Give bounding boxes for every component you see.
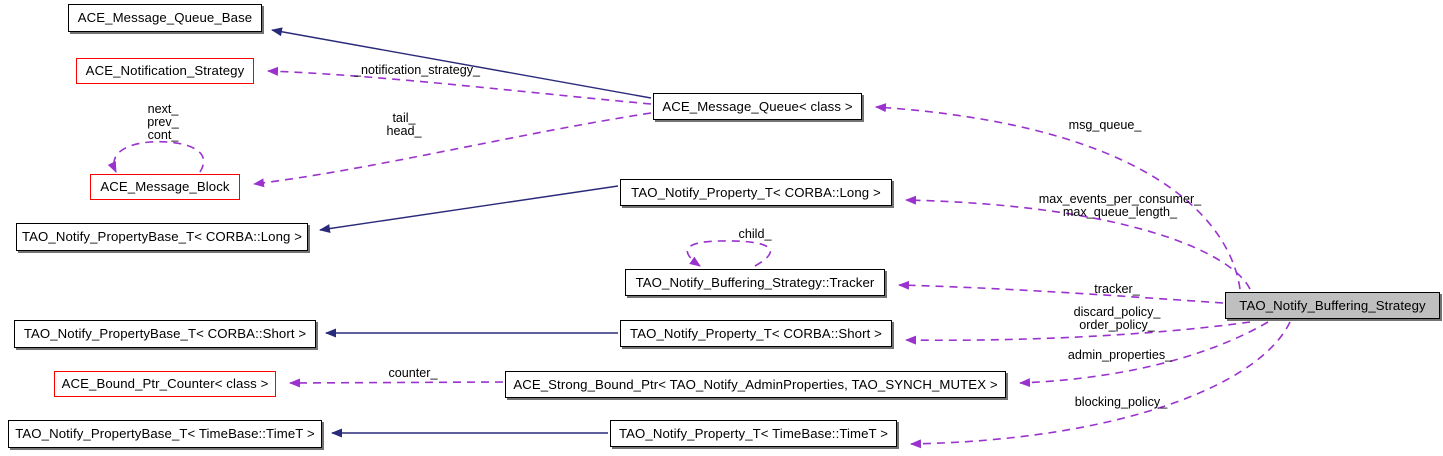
class-node-label: ACE_Notification_Strategy	[85, 63, 245, 79]
class-node-label: TAO_Notify_Property_T< CORBA::Short >	[630, 325, 882, 341]
class-node-ace_message_queue_class[interactable]: ACE_Message_Queue< class >	[653, 93, 862, 120]
edge-mq-message-block	[253, 112, 652, 188]
class-node-label: ACE_Message_Block	[100, 179, 230, 195]
class-node-ace_message_queue_base[interactable]: ACE_Message_Queue_Base	[68, 4, 262, 32]
class-node-tao_notify_property_t_timet[interactable]: TAO_Notify_Property_T< TimeBase::TimeT >	[610, 420, 897, 447]
edge-label-next_prev_cont: next_ prev_ cont_	[147, 102, 179, 142]
inheritance-edge-group	[271, 27, 652, 438]
edge-mq-notification-strategy	[267, 66, 652, 105]
edge-label-tail_head: tail_ head_	[386, 111, 422, 138]
class-node-label: TAO_Notify_Property_T< TimeBase::TimeT >	[618, 425, 889, 441]
usage-edge-group	[107, 66, 1291, 449]
class-node-tao_notify_propertybase_short[interactable]: TAO_Notify_PropertyBase_T< CORBA::Short …	[14, 320, 316, 348]
class-node-label: ACE_Bound_Ptr_Counter< class >	[61, 376, 269, 392]
class-node-label: ACE_Message_Queue_Base	[77, 10, 253, 26]
edge-proplong-to-base	[319, 185, 619, 233]
edge-bs-blocking-policy	[910, 321, 1291, 449]
edge-bs-max-events	[905, 195, 1251, 290]
class-node-ace_strong_bound_ptr[interactable]: ACE_Strong_Bound_Ptr< TAO_Notify_AdminPr…	[505, 371, 1006, 398]
edge-mq-to-mqbase	[271, 27, 652, 99]
edge-label-notification_strategy: _notification_strategy_	[353, 63, 481, 77]
class-node-label: ACE_Message_Queue< class >	[662, 98, 853, 114]
class-node-ace_message_block[interactable]: ACE_Message_Block	[90, 174, 240, 200]
edge-label-discard_order_policy: discard_policy_ order_policy_	[1073, 305, 1161, 332]
edge-bs-tracker	[898, 280, 1224, 304]
class-node-label: TAO_Notify_PropertyBase_T< CORBA::Short …	[23, 326, 307, 342]
edge-label-blocking_policy: blocking_policy_	[1074, 395, 1168, 409]
edge-label-msg_queue: msg_queue_	[1068, 118, 1142, 132]
class-node-label: TAO_Notify_PropertyBase_T< TimeBase::Tim…	[15, 426, 315, 442]
edge-bs-discard-order	[905, 321, 1251, 345]
edge-label-max_events_max_queue: max_events_per_consumer_ max_queue_lengt…	[1038, 192, 1202, 219]
edge-label-counter: counter_	[388, 366, 438, 380]
class-node-tao_notify_property_t_long[interactable]: TAO_Notify_Property_T< CORBA::Long >	[620, 179, 892, 206]
class-node-tao_notify_property_t_short[interactable]: TAO_Notify_Property_T< CORBA::Short >	[620, 320, 892, 347]
edge-label-tracker_label: tracker_	[1094, 282, 1140, 296]
class-node-label: TAO_Notify_PropertyBase_T< CORBA::Long >	[21, 229, 303, 245]
edge-label-child: child_	[738, 227, 772, 241]
class-node-label: ACE_Strong_Bound_Ptr< TAO_Notify_AdminPr…	[513, 376, 998, 392]
class-node-ace_notification_strategy[interactable]: ACE_Notification_Strategy	[76, 58, 254, 84]
edge-counter-edge	[289, 378, 504, 388]
edge-mb-self-loop	[107, 140, 205, 173]
class-node-label: TAO_Notify_Property_T< CORBA::Long >	[631, 184, 881, 200]
class-node-tao_notify_propertybase_timet[interactable]: TAO_Notify_PropertyBase_T< TimeBase::Tim…	[8, 420, 322, 448]
edge-label-admin_properties: admin_properties_	[1067, 348, 1173, 362]
class-node-tao_notify_buffering_strategy[interactable]: TAO_Notify_Buffering_Strategy	[1225, 292, 1440, 319]
class-node-tao_notify_propertybase_long[interactable]: TAO_Notify_PropertyBase_T< CORBA::Long >	[16, 223, 308, 251]
class-node-label: TAO_Notify_Buffering_Strategy	[1239, 297, 1426, 313]
class-node-tracker[interactable]: TAO_Notify_Buffering_Strategy::Tracker	[625, 269, 885, 296]
edge-bs-admin-properties	[1019, 321, 1269, 388]
class-node-ace_bound_ptr_counter[interactable]: ACE_Bound_Ptr_Counter< class >	[54, 371, 276, 397]
edge-tracker-self-loop	[686, 240, 772, 267]
class-node-label: TAO_Notify_Buffering_Strategy::Tracker	[635, 274, 875, 290]
edge-bs-msg-queue	[875, 103, 1241, 290]
